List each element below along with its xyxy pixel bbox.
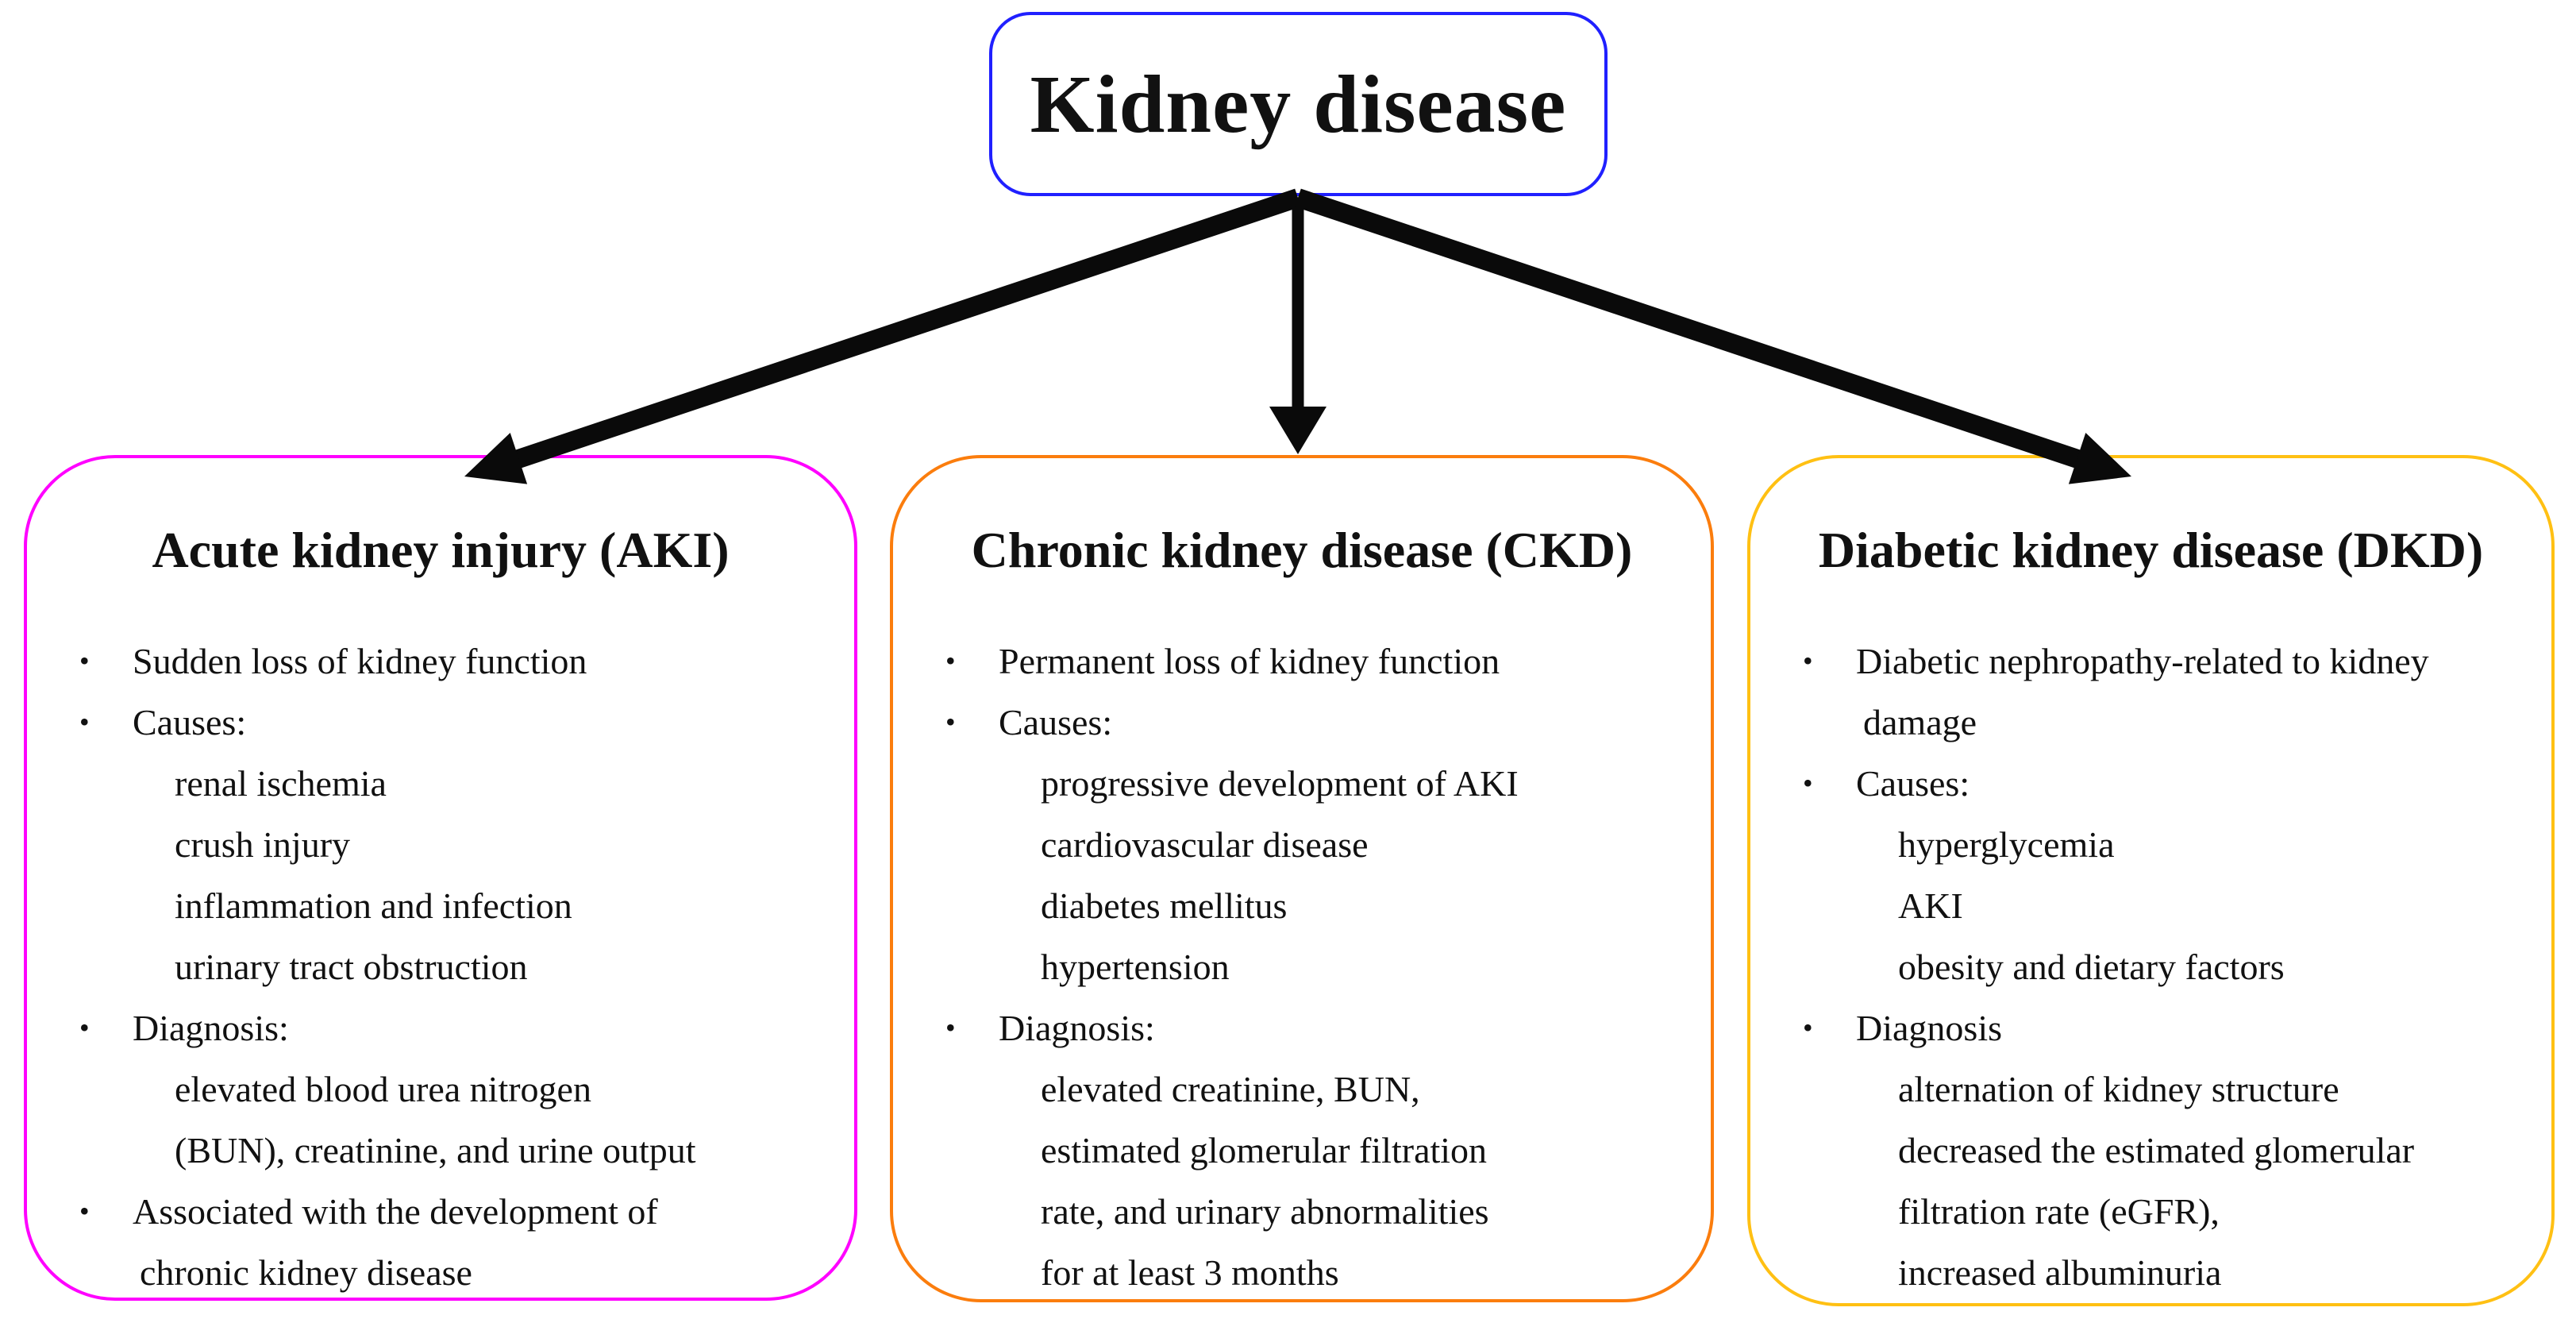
list-item: urinary tract obstruction	[27, 936, 854, 997]
list-item: elevated creatinine, BUN,	[893, 1059, 1711, 1120]
list-item: damage	[1750, 692, 2551, 753]
node-title-dkd: Diabetic kidney disease (DKD)	[1818, 522, 2484, 578]
line-text: rate, and urinary abnormalities	[1041, 1191, 1489, 1232]
line-text: Causes:	[999, 702, 1113, 742]
line-text: hypertension	[1041, 947, 1230, 987]
line-text: Diagnosis:	[133, 1008, 289, 1048]
line-text: Diabetic nephropathy-related to kidney	[1856, 641, 2429, 681]
line-text: (BUN), creatinine, and urine output	[175, 1130, 696, 1171]
list-item: • Diabetic nephropathy-related to kidney	[1750, 631, 2551, 692]
node-lines-dkd: • Diabetic nephropathy-related to kidney d…	[1750, 631, 2551, 1303]
list-item: for at least 3 months	[893, 1242, 1711, 1303]
line-text: increased albuminuria	[1898, 1252, 2222, 1293]
node-acute-kidney-injury: Acute kidney injury (AKI) • Sudden loss o…	[24, 455, 857, 1301]
line-text: Causes:	[133, 702, 247, 742]
line-text: crush injury	[175, 824, 351, 865]
list-item: estimated glomerular filtration	[893, 1120, 1711, 1181]
list-item: • Associated with the development of	[27, 1181, 854, 1242]
bullet-icon: •	[1803, 767, 1813, 799]
list-item: • Causes:	[1750, 753, 2551, 814]
line-text: Diagnosis	[1856, 1008, 2002, 1048]
node-title-aki: Acute kidney injury (AKI)	[152, 522, 730, 578]
bullet-icon: •	[1803, 1012, 1813, 1043]
list-item: • Causes:	[27, 692, 854, 753]
list-item: • Diagnosis	[1750, 997, 2551, 1059]
line-text: urinary tract obstruction	[175, 947, 528, 987]
line-text: cardiovascular disease	[1041, 824, 1369, 865]
line-text: Diagnosis:	[999, 1008, 1155, 1048]
list-item: cardiovascular disease	[893, 814, 1711, 875]
list-item: elevated blood urea nitrogen	[27, 1059, 854, 1120]
list-item: obesity and dietary factors	[1750, 936, 2551, 997]
list-item: inflammation and infection	[27, 875, 854, 936]
bullet-icon: •	[945, 645, 956, 677]
node-lines-aki: • Sudden loss of kidney function • Causes: r…	[27, 631, 854, 1303]
root-node-kidney-disease: Kidney disease	[989, 12, 1608, 196]
line-text: inflammation and infection	[175, 885, 572, 926]
line-text: for at least 3 months	[1041, 1252, 1339, 1293]
line-text: Associated with the development of	[133, 1191, 658, 1232]
list-item: progressive development of AKI	[893, 753, 1711, 814]
line-text: progressive development of AKI	[1041, 763, 1519, 804]
line-text: renal ischemia	[175, 763, 387, 804]
arrow-to-ckd-head-icon	[1269, 407, 1327, 454]
bullet-icon: •	[79, 1195, 90, 1227]
bullet-icon: •	[79, 645, 90, 677]
arrow-to-aki-shaft	[515, 188, 1301, 469]
list-item: filtration rate (eGFR),	[1750, 1181, 2551, 1242]
arrow-to-dkd-shaft	[1295, 188, 2081, 469]
list-item: rate, and urinary abnormalities	[893, 1181, 1711, 1242]
node-lines-ckd: • Permanent loss of kidney function • Cause…	[893, 631, 1711, 1303]
node-title-ckd: Chronic kidney disease (CKD)	[971, 522, 1633, 578]
list-item: • Permanent loss of kidney function	[893, 631, 1711, 692]
line-text: AKI	[1898, 885, 1963, 926]
line-text: Sudden loss of kidney function	[133, 641, 587, 681]
line-text: estimated glomerular filtration	[1041, 1130, 1488, 1171]
bullet-icon: •	[945, 1012, 956, 1043]
line-text: chronic kidney disease	[140, 1252, 472, 1293]
line-text: Permanent loss of kidney function	[999, 641, 1500, 681]
line-text: Causes:	[1856, 763, 1970, 804]
line-text: damage	[1863, 702, 1977, 742]
list-item: AKI	[1750, 875, 2551, 936]
list-item: • Diagnosis:	[893, 997, 1711, 1059]
list-item: • Causes:	[893, 692, 1711, 753]
root-node-label: Kidney disease	[1030, 58, 1567, 150]
list-item: renal ischemia	[27, 753, 854, 814]
line-text: elevated creatinine, BUN,	[1041, 1069, 1420, 1109]
list-item: chronic kidney disease	[27, 1242, 854, 1303]
node-chronic-kidney-disease: Chronic kidney disease (CKD) • Permanent …	[890, 455, 1714, 1302]
bullet-icon: •	[79, 1012, 90, 1043]
list-item: • Diagnosis:	[27, 997, 854, 1059]
line-text: obesity and dietary factors	[1898, 947, 2285, 987]
bullet-icon: •	[1803, 645, 1813, 677]
list-item: increased albuminuria	[1750, 1242, 2551, 1303]
node-diabetic-kidney-disease: Diabetic kidney disease (DKD) • Diabetic …	[1747, 455, 2555, 1306]
list-item: crush injury	[27, 814, 854, 875]
list-item: • Sudden loss of kidney function	[27, 631, 854, 692]
line-text: elevated blood urea nitrogen	[175, 1069, 591, 1109]
list-item: alternation of kidney structure	[1750, 1059, 2551, 1120]
list-item: (BUN), creatinine, and urine output	[27, 1120, 854, 1181]
list-item: hyperglycemia	[1750, 814, 2551, 875]
list-item: diabetes mellitus	[893, 875, 1711, 936]
list-item: hypertension	[893, 936, 1711, 997]
line-text: filtration rate (eGFR),	[1898, 1191, 2220, 1232]
list-item: decreased the estimated glomerular	[1750, 1120, 2551, 1181]
line-text: decreased the estimated glomerular	[1898, 1130, 2415, 1171]
bullet-icon: •	[945, 706, 956, 738]
line-text: diabetes mellitus	[1041, 885, 1288, 926]
line-text: alternation of kidney structure	[1898, 1069, 2339, 1109]
line-text: hyperglycemia	[1898, 824, 2115, 865]
bullet-icon: •	[79, 706, 90, 738]
